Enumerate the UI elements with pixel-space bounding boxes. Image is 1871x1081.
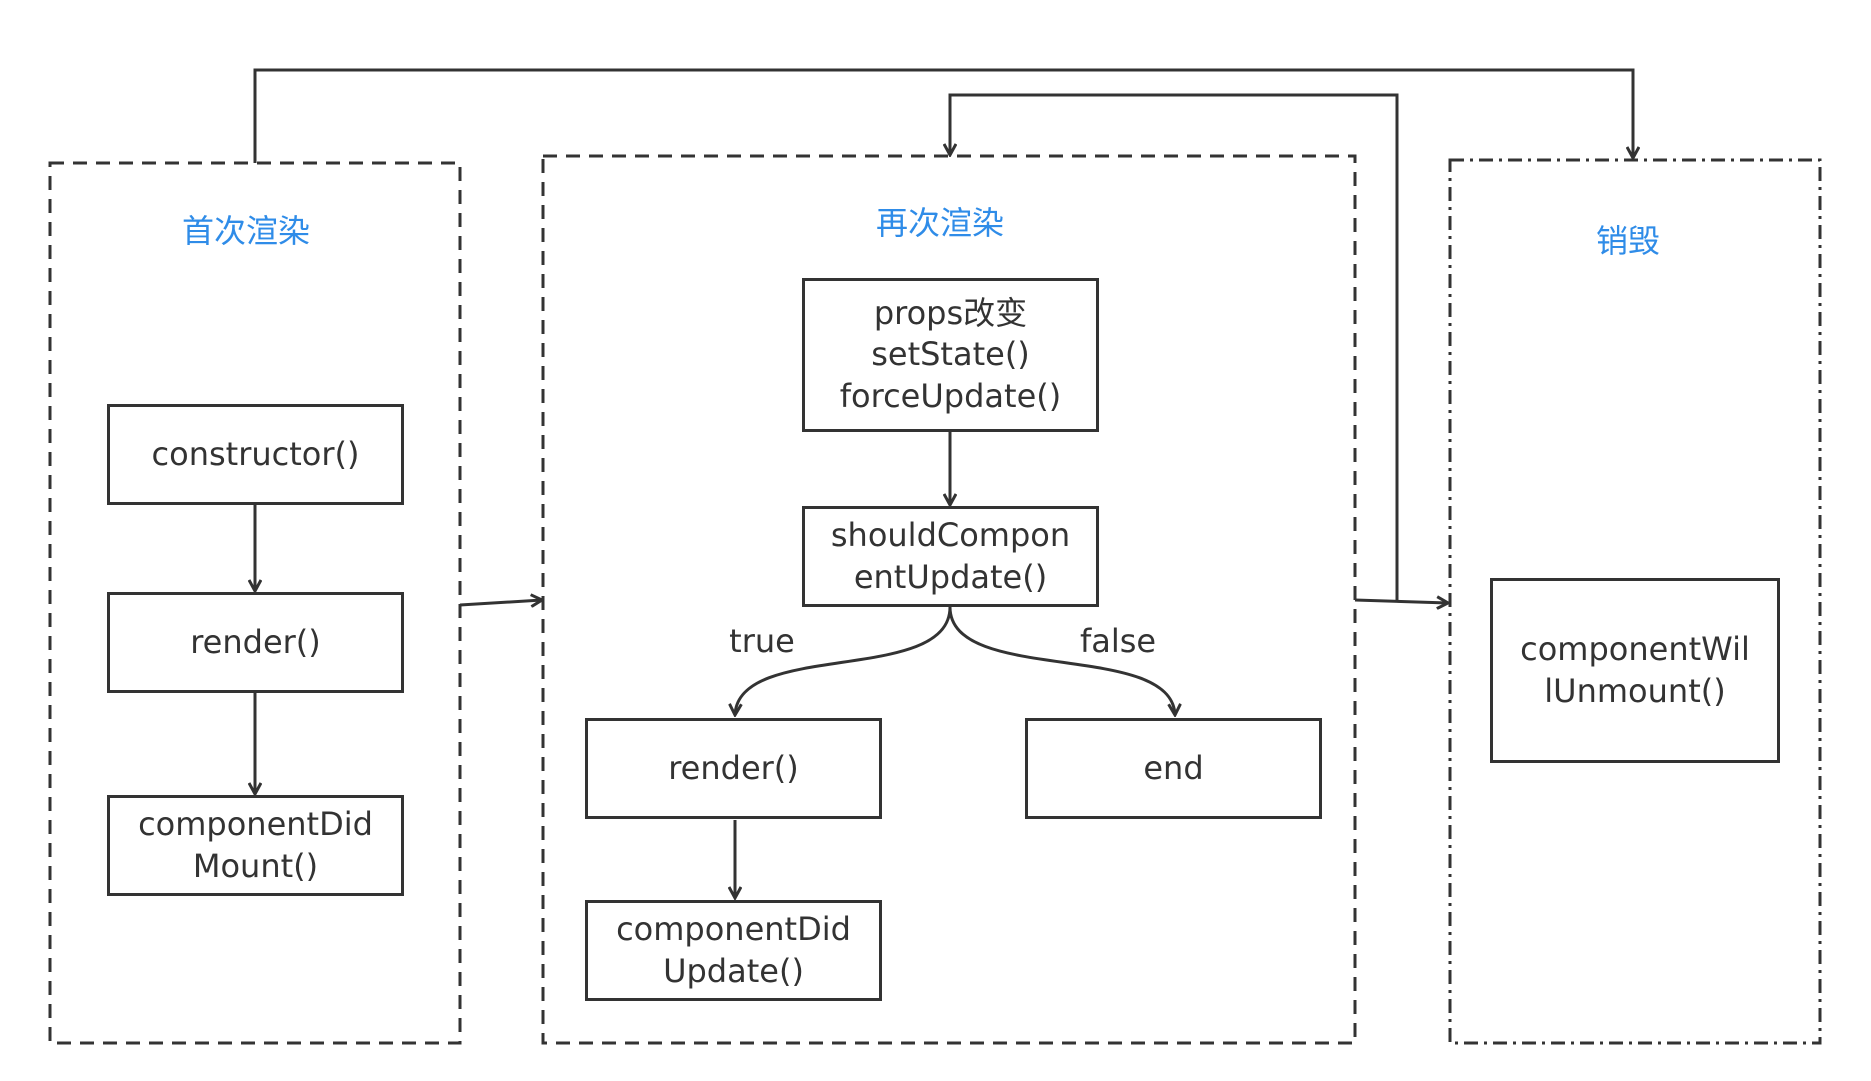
node-render-update: render(): [585, 718, 882, 819]
node-end: end: [1025, 718, 1322, 819]
group-label-first-render: 首次渲染: [181, 212, 311, 250]
node-component-will-unmount-label: componentWil lUnmount(): [1520, 629, 1750, 710]
group-first-render: [48, 161, 462, 1045]
node-component-did-mount-label: componentDid Mount(): [138, 804, 373, 885]
edge-first-to-re-render: [459, 600, 542, 605]
edge-true: [735, 606, 952, 715]
node-should-component-update: shouldCompon entUpdate(): [802, 506, 1099, 607]
edge-first-render-to-destroy: [253, 68, 1633, 163]
group-label-destroy: 销毁: [1595, 222, 1661, 260]
node-render-first-label: render(): [190, 622, 321, 661]
node-constructor: constructor(): [107, 404, 404, 505]
node-component-did-mount: componentDid Mount(): [107, 795, 404, 896]
edge-label-true: true: [729, 622, 795, 660]
node-render-first: render(): [107, 592, 404, 693]
node-component-did-update: componentDid Update(): [585, 900, 882, 1001]
node-component-will-unmount: componentWil lUnmount(): [1490, 578, 1780, 763]
group-label-re-render: 再次渲染: [875, 204, 1005, 242]
node-component-did-update-label: componentDid Update(): [616, 909, 851, 990]
node-render-update-label: render(): [668, 748, 799, 787]
node-constructor-label: constructor(): [151, 434, 360, 473]
edge-re-render-loop: [950, 93, 1399, 600]
edge-false: [948, 606, 1175, 715]
node-should-component-update-label: shouldCompon entUpdate(): [830, 515, 1071, 596]
node-triggers-label: props改变 setState() forceUpdate(): [839, 293, 1062, 415]
node-triggers: props改变 setState() forceUpdate(): [802, 278, 1099, 432]
edge-re-render-to-destroy: [1354, 600, 1448, 603]
node-end-label: end: [1143, 748, 1204, 787]
edge-label-false: false: [1079, 622, 1157, 660]
